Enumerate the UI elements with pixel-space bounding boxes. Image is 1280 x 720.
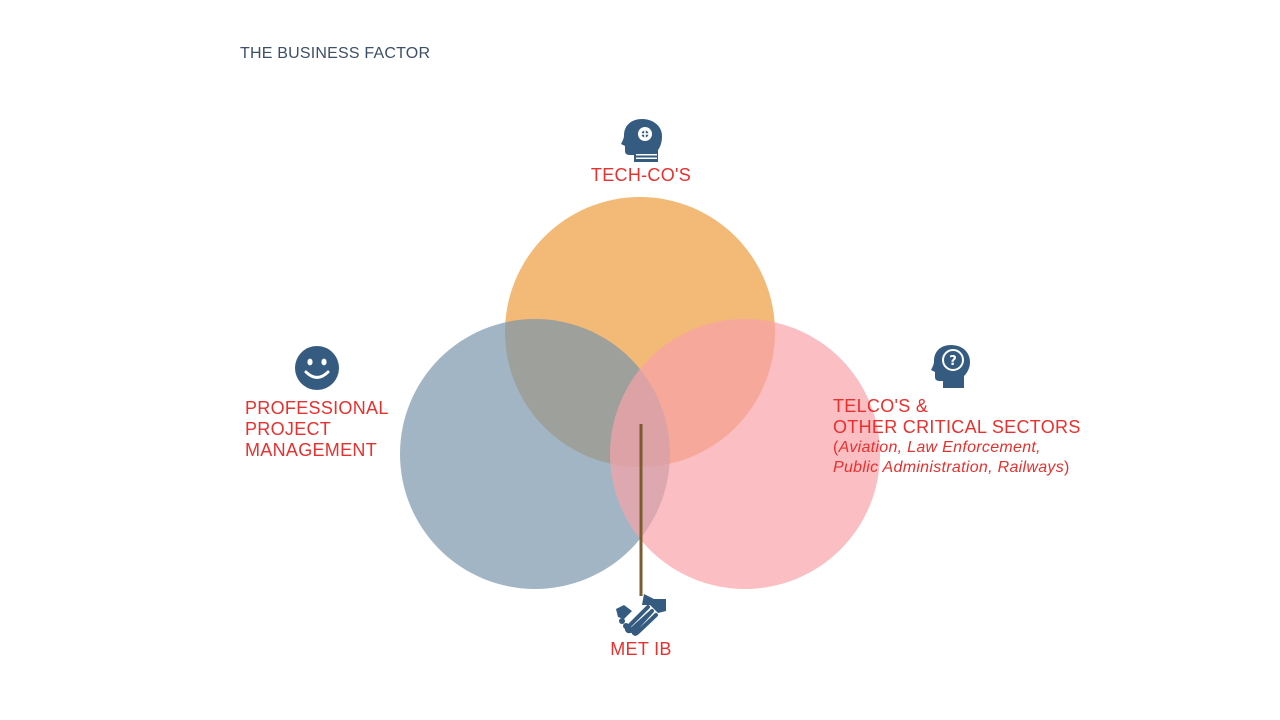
telcos-label-line-1: TELCO'S &: [833, 396, 929, 416]
telcos-sectors-line-2: Public Administration, Railways: [833, 459, 1065, 476]
close-paren: ): [1064, 459, 1070, 476]
met-ib-label: MET IB: [610, 639, 672, 659]
handshake-icon: [616, 594, 666, 636]
project-management-label: PROFESSIONAL PROJECT MANAGEMENT: [245, 398, 389, 461]
venn-circle-project-management: [400, 319, 670, 589]
telcos-label-line-2: OTHER CRITICAL SECTORS: [833, 417, 1081, 437]
telcos-sectors-line-1: Aviation, Law Enforcement,: [838, 439, 1041, 456]
smiley-face-icon: [295, 346, 339, 390]
telcos-sub-line-2: Public Administration, Railways): [833, 458, 1081, 478]
telcos-sub-line-1: (Aviation, Law Enforcement,: [833, 438, 1081, 458]
slide-title: THE BUSINESS FACTOR: [240, 45, 431, 62]
venn-circle-telcos: [610, 319, 880, 589]
pm-label-line-2: PROJECT: [245, 419, 332, 439]
head-question-icon: ?: [931, 345, 970, 388]
open-paren: (: [833, 439, 839, 456]
tech-cos-label: TECH-CO'S: [590, 165, 692, 185]
head-gear-icon: [621, 119, 662, 162]
pm-label-line-3: MANAGEMENT: [245, 440, 378, 460]
pm-label-line-1: PROFESSIONAL: [245, 398, 389, 418]
svg-text:?: ?: [949, 354, 957, 369]
telcos-label: TELCO'S & OTHER CRITICAL SECTORS (Aviati…: [833, 396, 1081, 478]
